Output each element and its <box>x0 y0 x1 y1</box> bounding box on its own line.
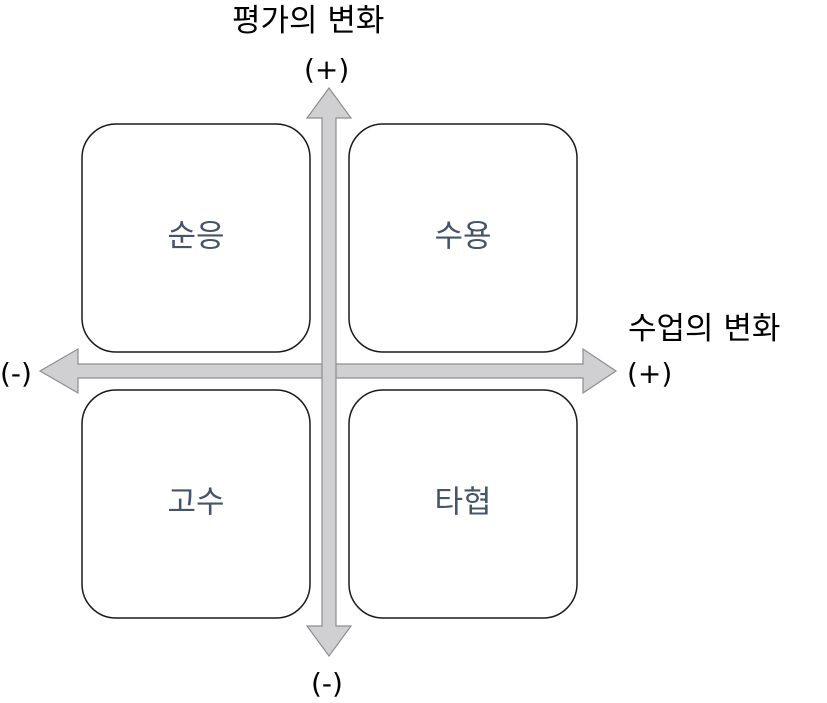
quadrant-label-bottom-left: 고수 <box>167 485 224 521</box>
quadrant-box-top-left <box>81 123 311 353</box>
quadrant-box-top-right <box>348 123 578 353</box>
vertical-axis-positive-label: (+) <box>304 53 350 86</box>
vertical-axis-arrow <box>305 86 353 658</box>
quadrant-box-bottom-left <box>81 389 311 619</box>
quadrant-label-top-right: 수용 <box>434 219 491 255</box>
quadrant-label-bottom-right: 타협 <box>434 485 491 521</box>
vertical-axis-title: 평가의 변화 <box>232 3 385 39</box>
quadrant-label-top-left: 순응 <box>167 219 224 255</box>
horizontal-axis-negative-label: (-) <box>0 357 32 390</box>
horizontal-axis-title: 수업의 변화 <box>628 311 781 347</box>
horizontal-axis-positive-label: (+) <box>627 357 673 390</box>
quadrant-box-bottom-right <box>348 389 578 619</box>
vertical-axis-negative-label: (-) <box>311 667 343 700</box>
